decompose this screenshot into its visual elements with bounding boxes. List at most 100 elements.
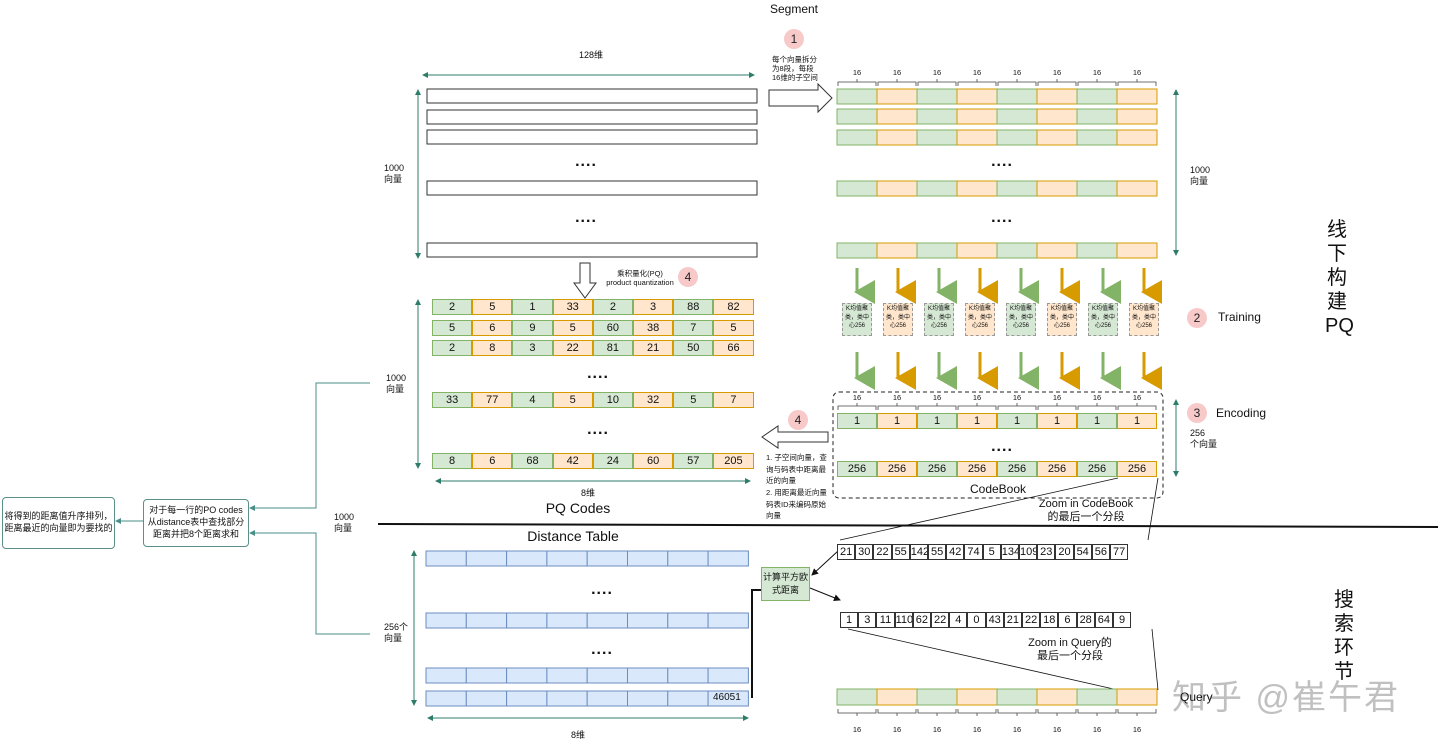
kmeans-box: K均值聚 类，类中 心256	[1006, 303, 1036, 336]
segmented-vector-cell	[1036, 180, 1078, 197]
segmented-vector-cell	[956, 108, 998, 125]
segmented-vector-cell	[996, 108, 1038, 125]
zoom-guide-codebook-left	[839, 477, 1119, 541]
query-zoom-cell: 64	[1094, 612, 1113, 628]
watermark: 知乎 @崔午君	[1172, 679, 1400, 717]
pq-down-arrow	[573, 262, 597, 299]
codebook-brace	[917, 405, 957, 410]
pq-code-cell: 3	[633, 299, 674, 315]
codebook-zoom-cell: 22	[873, 544, 892, 560]
sub-dim-label: 16	[852, 68, 862, 77]
sub-dim-label: 16	[852, 393, 862, 402]
pq-code-cell: 24	[592, 453, 633, 469]
count-1000-label-b: 1000 向量	[1190, 165, 1211, 186]
count-1000-label-a: 1000 向量	[384, 163, 405, 184]
segmented-vector-cell	[836, 129, 878, 146]
pq-codes-title: PQ Codes	[545, 500, 611, 516]
sub-dim-label: 16	[932, 393, 942, 402]
pq-code-cell: 77	[472, 392, 513, 408]
codebook-cell: 1	[1037, 413, 1077, 429]
sub-dim-label: 16	[972, 393, 982, 402]
dim-8-label-b: 8维	[570, 730, 586, 740]
codebook-brace	[957, 405, 997, 410]
segment-label: Segment	[769, 2, 819, 16]
pq-code-cell: 8	[432, 453, 473, 469]
codebook-zoom-cell: 77	[1110, 544, 1129, 560]
segmented-vector-cell	[996, 242, 1038, 259]
codebook-cell: 256	[957, 461, 997, 477]
segmented-vector-cell	[1116, 180, 1158, 197]
distance-table-cell	[667, 690, 709, 707]
step-badge-1: 1	[784, 29, 804, 49]
sub-dim-label: 16	[1052, 393, 1062, 402]
codebook-zoom-cell: 55	[928, 544, 947, 560]
distance-table-cell	[707, 667, 749, 684]
pq-code-cell: 33	[552, 299, 593, 315]
segmented-vector-cell	[916, 108, 958, 125]
pq-code-cell: 60	[592, 320, 633, 336]
query-zoom-cell: 22	[1022, 612, 1041, 628]
segmented-vector-cell	[1036, 129, 1078, 146]
pq-code-cell: 5	[552, 392, 593, 408]
segmented-vector-cell	[1116, 88, 1158, 105]
distance-table-cell	[506, 690, 548, 707]
training-label: Training	[1218, 310, 1261, 324]
distance-table-cell	[546, 612, 588, 629]
query-vector-cell	[916, 688, 958, 706]
codebook-zoom-cell: 55	[891, 544, 910, 560]
pq-code-cell: 5	[673, 392, 714, 408]
ellipsis: ....	[575, 153, 597, 170]
codebook-zoom-cell: 20	[1055, 544, 1074, 560]
distance-table-cell	[667, 612, 709, 629]
pq-code-cell: 42	[552, 453, 593, 469]
search-label: 搜 索 环 节	[1334, 589, 1354, 683]
segmented-vector-cell	[996, 129, 1038, 146]
distance-table-cell	[707, 690, 749, 707]
dim-8-label-a: 8维	[580, 488, 596, 498]
codebook-zoom-cell: 54	[1073, 544, 1092, 560]
ellipsis: ....	[575, 209, 597, 226]
pq-code-cell: 4	[512, 392, 553, 408]
codebook-cell: 256	[917, 461, 957, 477]
codebook-cell: 1	[957, 413, 997, 429]
pq-code-cell: 5	[713, 320, 754, 336]
query-zoom-cell: 1	[840, 612, 859, 628]
query-zoom-cell: 11	[876, 612, 895, 628]
step-badge-2: 2	[1187, 308, 1207, 328]
query-zoom-cell: 62	[912, 612, 931, 628]
codebook-cell: 1	[837, 413, 877, 429]
codebook-zoom-cell: 23	[1037, 544, 1056, 560]
sub-dim-label: 16	[892, 725, 902, 734]
sub-dim-label: 16	[1052, 68, 1062, 77]
pq-code-cell: 6	[472, 453, 513, 469]
query-zoom-cell: 6	[1058, 612, 1077, 628]
step-badge-4a: 4	[678, 267, 698, 287]
query-vector-cell	[1036, 688, 1078, 706]
codebook-zoom-cell: 56	[1091, 544, 1110, 560]
pq-code-cell: 81	[592, 340, 633, 356]
query-vector-cell	[1076, 688, 1118, 706]
zoom-codebook-label: Zoom in CodeBook 的最后一个分段	[1038, 498, 1134, 524]
distance-table-cell	[425, 612, 467, 629]
distance-table-cell	[546, 667, 588, 684]
raw-vector-row	[426, 88, 758, 104]
count-1000-label-c: 1000 向量	[386, 373, 407, 394]
distance-table-cell	[627, 612, 669, 629]
ellipsis: ....	[587, 421, 609, 438]
sub-dim-label: 16	[852, 725, 862, 734]
segmented-vector-cell	[876, 108, 918, 125]
distance-table-cell	[667, 550, 709, 567]
segmented-vector-cell	[1116, 129, 1158, 146]
arrow-codebook-to-calc	[811, 550, 839, 576]
segmented-vector-cell	[1036, 242, 1078, 259]
distance-table-cell	[627, 667, 669, 684]
sub-dim-label: 16	[972, 68, 982, 77]
query-zoom-cell: 43	[985, 612, 1004, 628]
pq-code-cell: 8	[472, 340, 513, 356]
calc-distance-box: 计算平方欧 式距离	[761, 567, 810, 601]
codebook-brace	[1037, 405, 1077, 410]
codebook-title: CodeBook	[969, 482, 1027, 496]
codebook-cell: 256	[877, 461, 917, 477]
codebook-cell: 1	[997, 413, 1037, 429]
flow-line-dt-to-sum	[249, 530, 370, 635]
